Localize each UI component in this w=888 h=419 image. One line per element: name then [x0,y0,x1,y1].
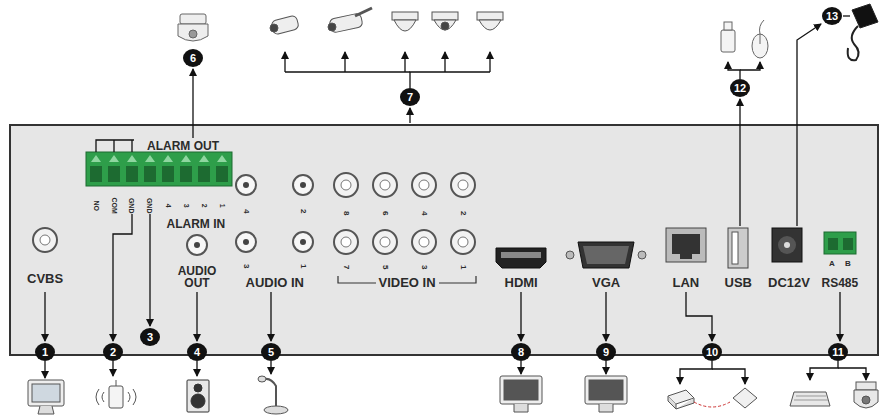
pin-label: 8 [342,211,350,215]
callout-text: 6 [190,52,196,64]
pin-label: A [829,260,835,268]
video-bnc-connector [334,173,475,254]
rs485-terminal [824,232,856,254]
callout-text: 12 [734,82,746,94]
ptz-camera-icon [178,14,208,41]
pin-label: NO [92,200,99,211]
port-label: AUDIO OUT [174,265,220,290]
callout-number: 3 [140,328,160,346]
alarm-out-bracket [96,140,134,152]
pin-label: 7 [342,265,350,269]
microphone-icon [258,376,288,414]
port-label: USB [725,276,752,290]
port-label: ALARM IN [167,218,226,231]
callout-text: 9 [603,346,609,358]
vga-port [566,242,646,268]
panel-housing [10,125,878,355]
callout-number: 11 [828,343,848,361]
callout-number: 6 [183,49,203,67]
bnc-connector [33,228,57,252]
pin-label: 5 [381,265,389,269]
callout-text: 10 [706,346,718,358]
pin-label: GND [128,197,135,213]
pin-label: 6 [381,211,389,215]
power-jack [772,228,802,262]
pin-label: COM [111,197,118,213]
callout-text: 5 [268,346,274,358]
hdmi-port [496,248,546,268]
port-label: LAN [673,276,700,290]
callout-number: 13 [822,7,842,25]
pin-label: 3 [182,203,189,207]
pin-label: 3 [420,265,428,269]
callout-text: 8 [518,346,524,358]
power-adapter-icon [848,4,878,60]
pin-label: 4 [242,209,250,213]
pin-label: 3 [242,264,250,268]
leader-line [45,16,866,384]
callout-text: 2 [110,346,116,358]
callout-number: 10 [702,343,722,361]
port-label: DC12V [768,276,810,290]
callout-text: 11 [832,346,844,358]
callout-number: 7 [400,88,420,106]
pin-label: 2 [299,209,307,213]
rca-jack [187,175,313,255]
pin-label: 4 [420,211,428,215]
camera-icon [270,8,503,35]
pin-label: 1 [459,265,467,269]
port-label: VGA [592,276,620,290]
callout-text: 3 [147,331,153,343]
callout-text: 4 [194,346,200,358]
callout-number: 9 [596,343,616,361]
pin-label: B [845,260,851,268]
pin-label: 2 [200,203,207,207]
callout-number: 5 [261,343,281,361]
callout-number: 8 [511,343,531,361]
port-label: HDMI [505,276,538,290]
callout-text: 7 [407,91,413,103]
monitor-icon [28,376,627,414]
callout-number: 1 [35,343,55,361]
pin-label: GND [146,197,153,213]
keyboard-ptz-icon [790,382,878,408]
port-label: ALARM OUT [147,140,219,153]
alarm-sensor-icon [96,380,136,408]
port-label: RS485 [822,277,859,290]
speaker-icon [187,380,209,412]
pin-label: 4 [164,203,171,207]
pin-label: 1 [218,203,225,207]
lan-port [666,228,706,262]
callout-number: 2 [103,343,123,361]
callout-number: 12 [730,79,750,97]
callout-text: 13 [826,10,838,22]
alarm-terminal-block [86,152,232,186]
pin-label: 1 [299,264,307,268]
network-icon [668,388,757,409]
port-label: VIDEO IN [376,276,439,290]
port-label: AUDIO IN [246,276,305,290]
callout-text: 1 [42,346,48,358]
port-label: CVBS [27,272,63,286]
pin-label: 2 [459,211,467,215]
callout-number: 4 [187,343,207,361]
usb-port [728,228,748,268]
usb-mouse-icon [721,20,768,58]
